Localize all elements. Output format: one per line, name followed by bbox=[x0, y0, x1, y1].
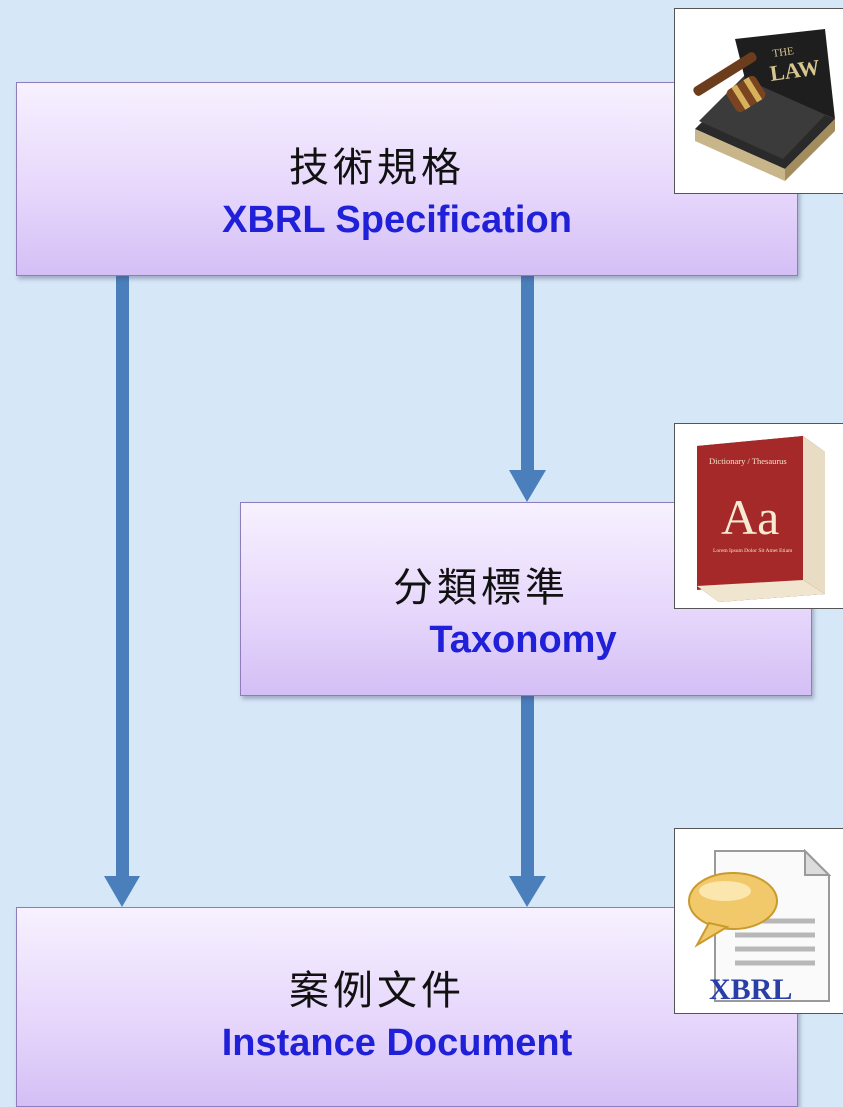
specification-box: 技術規格 XBRL Specification bbox=[16, 82, 798, 276]
dictionary-big-text: Aa bbox=[721, 489, 779, 545]
law-book-icon: THE LAW bbox=[693, 29, 835, 181]
dictionary-icon: Dictionary / Thesaurus Aa Lorem Ipsum Do… bbox=[697, 436, 825, 602]
xbrl-document-image: XBRL bbox=[674, 828, 843, 1014]
taxonomy-title-en: Taxonomy bbox=[429, 619, 617, 661]
xbrl-document-label: XBRL bbox=[709, 973, 792, 1006]
arrow-spec-to-instance bbox=[104, 276, 140, 907]
specification-title-zh: 技術規格 bbox=[289, 145, 465, 191]
arrow-taxonomy-to-instance bbox=[509, 696, 546, 907]
law-book-image: THE LAW bbox=[674, 8, 843, 194]
arrow-spec-to-taxonomy bbox=[509, 276, 546, 502]
dictionary-label: Dictionary / Thesaurus bbox=[709, 456, 787, 466]
specification-title-en: XBRL Specification bbox=[222, 199, 572, 241]
instance-title-zh: 案例文件 bbox=[289, 968, 465, 1014]
xbrl-document-icon: XBRL bbox=[688, 848, 832, 1006]
instance-box: 案例文件 Instance Document bbox=[16, 907, 798, 1107]
taxonomy-title-zh: 分類標準 bbox=[393, 565, 569, 611]
dictionary-image: Dictionary / Thesaurus Aa Lorem Ipsum Do… bbox=[674, 423, 843, 609]
instance-title-en: Instance Document bbox=[221, 1022, 573, 1064]
dictionary-small-text: Lorem Ipsum Dolor Sit Amet Etiam bbox=[713, 548, 793, 554]
svg-text:THE: THE bbox=[772, 45, 795, 60]
